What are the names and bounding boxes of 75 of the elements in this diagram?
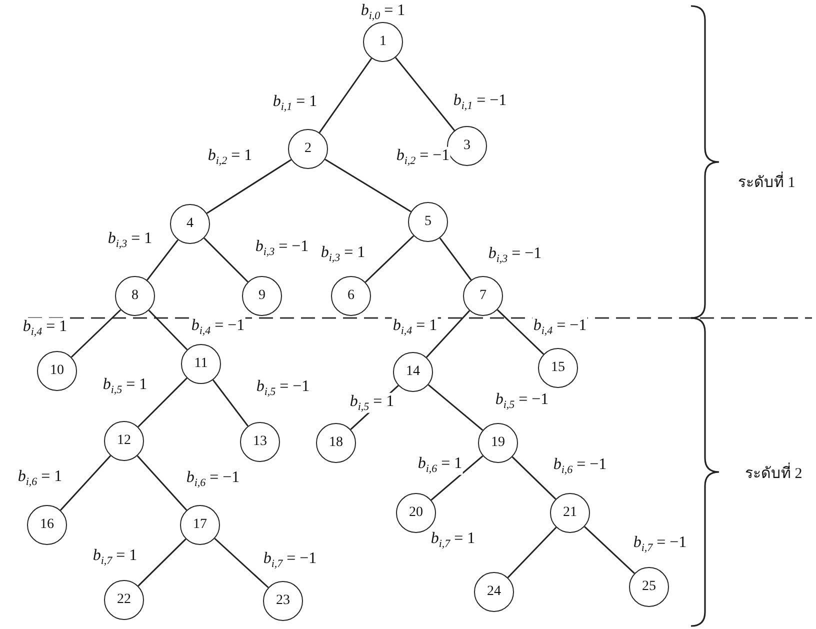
edge-label: b$_{i,3}$ = −1 xyxy=(254,238,310,258)
connector-line xyxy=(507,526,557,578)
edge-label: b$_{i,1}$ = 1 xyxy=(272,92,318,114)
edge-label: b$_{i,7}$ = −1 xyxy=(262,550,318,570)
tree-node-circle: 5 xyxy=(408,202,448,242)
tree-node-circle: 4 xyxy=(170,204,210,244)
tree-node-circle: 22 xyxy=(104,580,144,620)
edge-label: b$_{i,5}$ = −1 xyxy=(494,390,550,412)
tree-node-circle: 17 xyxy=(180,505,220,545)
tree-node-circle: 8 xyxy=(115,276,155,316)
tree-node-circle: 12 xyxy=(104,421,144,461)
connector-line xyxy=(430,455,484,501)
edge-label: b$_{i,7}$ = 1 xyxy=(92,546,138,568)
tree-node-circle: 23 xyxy=(263,581,303,621)
edge-label: b$_{i,4}$ = −1 xyxy=(190,316,246,338)
level-label: ระดับที่ 2 xyxy=(745,461,802,485)
connector-line xyxy=(146,239,178,281)
connector-line xyxy=(394,57,456,131)
level-label: ระดับที่ 1 xyxy=(738,170,796,194)
connector-line xyxy=(428,384,484,431)
edge-label: b$_{i,5}$ = 1 xyxy=(102,376,148,396)
connector-line xyxy=(212,380,249,426)
connector-line xyxy=(512,456,556,500)
tree-node-circle: 2 xyxy=(288,129,328,169)
tree-node-circle: 24 xyxy=(474,572,514,612)
tree-node-circle: 16 xyxy=(27,505,67,545)
node-annotation: b$_{i,0}$ = 1 xyxy=(360,2,406,22)
connector-line xyxy=(439,238,472,280)
tree-node-circle: 10 xyxy=(37,351,77,391)
connector-line xyxy=(364,235,414,283)
connector-line xyxy=(204,238,248,282)
edge-label: b$_{i,7}$ = −1 xyxy=(632,534,688,554)
connector-line xyxy=(318,58,372,134)
tree-node-circle: 18 xyxy=(316,423,356,463)
tree-node-circle: 11 xyxy=(181,344,221,384)
edge-label: b$_{i,5}$ = 1 xyxy=(348,392,396,414)
connector-line xyxy=(324,158,412,212)
tree-node-circle: 13 xyxy=(240,422,280,462)
edge-label: b$_{i,6}$ = −1 xyxy=(185,468,241,490)
tree-node-circle: 9 xyxy=(242,276,282,316)
connector-line xyxy=(138,538,186,586)
edge-label: b$_{i,6}$ = −1 xyxy=(552,456,608,476)
edge-label: b$_{i,2}$ = −1 xyxy=(395,146,451,168)
edge-label: b$_{i,5}$ = −1 xyxy=(255,378,311,398)
connector-line xyxy=(426,310,470,358)
connector-line xyxy=(206,159,292,214)
edge-label: b$_{i,3}$ = 1 xyxy=(320,244,366,264)
edge-label: b$_{i,7}$ = 1 xyxy=(430,530,476,550)
edge-label: b$_{i,4}$ = 1 xyxy=(22,318,68,338)
tree-node-circle: 15 xyxy=(538,348,578,388)
edge-label: b$_{i,6}$ = 1 xyxy=(16,468,64,488)
tree-node-circle: 25 xyxy=(629,567,669,607)
edge-label: b$_{i,3}$ = 1 xyxy=(106,230,154,250)
tree-node-circle: 3 xyxy=(447,126,487,166)
edge-label: b$_{i,1}$ = −1 xyxy=(452,92,508,112)
tree-node-circle: 19 xyxy=(478,423,518,463)
tree-node-circle: 1 xyxy=(363,22,403,62)
connector-line xyxy=(70,309,122,358)
connector-line xyxy=(138,378,188,428)
connector-line xyxy=(60,455,112,511)
tree-node-circle: 14 xyxy=(393,352,433,392)
edge-label: b$_{i,6}$ = 1 xyxy=(416,454,464,476)
tree-node-circle: 20 xyxy=(396,493,436,533)
tree-node-circle: 7 xyxy=(463,276,503,316)
connector-line xyxy=(136,455,188,511)
edge-label: b$_{i,4}$ = 1 xyxy=(392,316,438,338)
connector-line xyxy=(496,309,544,355)
edge-label: b$_{i,4}$ = −1 xyxy=(532,316,588,338)
connector-line xyxy=(148,310,188,350)
edge-label: b$_{i,3}$ = −1 xyxy=(487,244,543,266)
edge-label: b$_{i,2}$ = 1 xyxy=(206,146,254,168)
tree-node-circle: 6 xyxy=(331,276,371,316)
connector-line xyxy=(584,526,635,574)
connector-line xyxy=(214,538,269,588)
tree-node-circle: 21 xyxy=(550,493,590,533)
